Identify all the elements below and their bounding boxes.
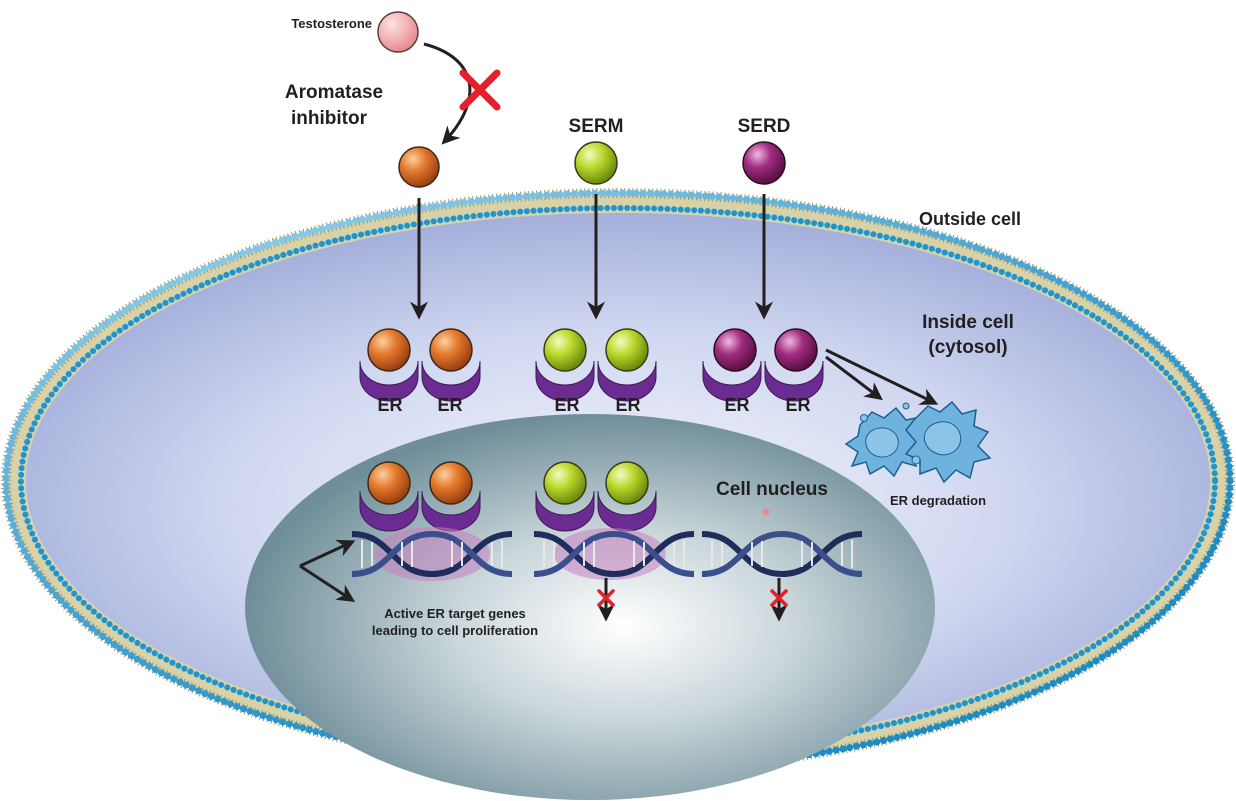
- arrow-icon: [299, 564, 356, 602]
- arrow-icon: [825, 348, 939, 405]
- testosterone-molecule: [377, 11, 419, 53]
- protein-degradation-icon: [844, 400, 992, 484]
- er-degradation-label: ER degradation: [890, 493, 986, 508]
- er-dimer-aromatase-cytosol: [359, 328, 481, 402]
- active-genes-label-line1: Active ER target genes: [384, 606, 526, 621]
- outside-cell-label: Outside cell: [919, 209, 1021, 229]
- er-label: ER: [785, 395, 810, 415]
- small-molecule-dot: [762, 508, 770, 516]
- cell-nucleus: [245, 414, 935, 800]
- er-dimer-aromatase-nucleus: [359, 461, 481, 532]
- conversion-arrow: [423, 42, 472, 145]
- active-genes-label-line2: leading to cell proliferation: [372, 623, 538, 638]
- er-label: ER: [724, 395, 749, 415]
- aromatase-label-line1: Aromatase: [285, 82, 383, 103]
- er-label: ER: [554, 395, 579, 415]
- red-x-icon: [770, 589, 788, 607]
- dna-helix-serm: [533, 530, 695, 578]
- red-x-icon: [597, 589, 615, 607]
- inside-cell-label-line1: Inside cell: [922, 312, 1014, 333]
- er-label: ER: [377, 395, 402, 415]
- serd-molecule: [742, 141, 786, 185]
- cell-nucleus-label: Cell nucleus: [716, 479, 828, 500]
- testosterone-label: Testosterone: [291, 16, 372, 31]
- er-dimer-serm-cytosol: [535, 328, 657, 402]
- serd-label: SERD: [738, 116, 791, 137]
- er-dimer-serm-nucleus: [535, 461, 657, 532]
- arrow-icon: [825, 355, 883, 401]
- serm-label: SERM: [569, 116, 624, 137]
- er-label: ER: [437, 395, 462, 415]
- inside-cell-label-line2: (cytosol): [928, 337, 1007, 358]
- red-x-icon: [459, 69, 501, 111]
- aromatase-inhibitor-molecule: [398, 146, 440, 188]
- dna-helix-aromatase: [351, 530, 513, 578]
- er-dimer-serd-cytosol: [702, 328, 824, 402]
- serm-molecule: [574, 141, 618, 185]
- aromatase-label-line2: inhibitor: [291, 108, 368, 129]
- er-label: ER: [615, 395, 640, 415]
- arrow-icon: [299, 539, 356, 568]
- dna-helix-serd: [701, 530, 863, 578]
